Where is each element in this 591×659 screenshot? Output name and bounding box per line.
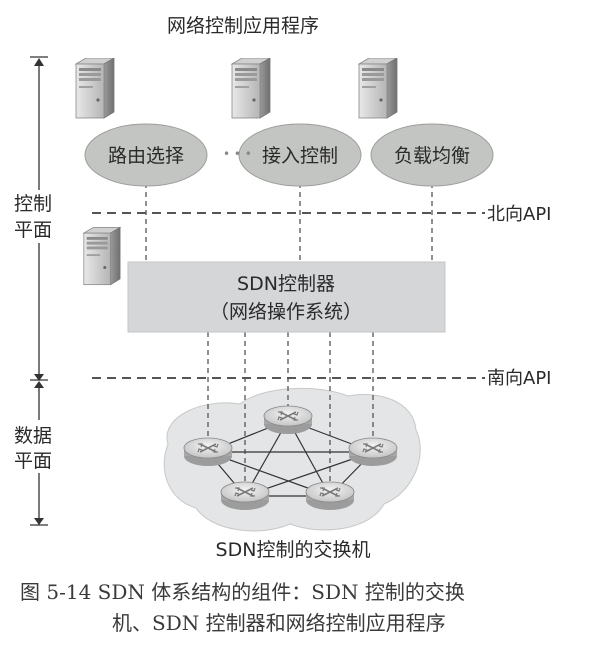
apps-ellipsis: • • • <box>223 147 252 161</box>
controller-server-icon <box>83 227 121 286</box>
server-icon <box>75 58 115 119</box>
control-plane-label-1: 控制 <box>14 193 52 215</box>
switch-icon <box>305 481 355 511</box>
app-controller-links <box>145 183 433 262</box>
axis-arrow-mid-down <box>34 381 44 388</box>
server-icon <box>358 58 398 119</box>
controller-title: SDN控制器 <box>237 273 335 295</box>
axis-arrow-top <box>34 58 44 66</box>
sdn-controller-box <box>127 261 446 333</box>
control-plane-label-2: 平面 <box>14 219 52 241</box>
switches-label: SDN控制的交换机 <box>216 539 371 561</box>
switch-icon <box>220 481 270 511</box>
data-plane-label-2: 平面 <box>14 450 52 472</box>
switch-icon <box>348 437 398 467</box>
app-routing <box>84 123 208 187</box>
server-icon <box>231 58 271 119</box>
southbound-api-label: 南向API <box>487 368 551 389</box>
figure-caption-line-2: 机、SDN 控制器和网络控制应用程序 <box>112 611 446 635</box>
sdn-diagram: 网络控制应用程序 控制 平面 数据 平面 北向API 南向API SDN控制器 … <box>14 15 551 561</box>
app-load-balance <box>370 123 494 187</box>
data-plane-label-1: 数据 <box>14 425 52 447</box>
controller-subtitle: （网络操作系统） <box>210 301 362 323</box>
axis-arrow-bottom <box>34 518 44 525</box>
switch-icon <box>263 405 313 435</box>
figure-caption-line-1: 图 5-14 SDN 体系结构的组件：SDN 控制的交换 <box>20 580 465 604</box>
apps-title: 网络控制应用程序 <box>167 15 319 37</box>
app-label: 负载均衡 <box>394 145 470 167</box>
app-label: 路由选择 <box>108 145 184 167</box>
app-label: 接入控制 <box>262 145 338 167</box>
switch-icon <box>183 437 233 467</box>
northbound-api-label: 北向API <box>487 204 551 225</box>
app-access-control <box>238 123 362 187</box>
axis-arrow-mid-up <box>34 374 44 381</box>
